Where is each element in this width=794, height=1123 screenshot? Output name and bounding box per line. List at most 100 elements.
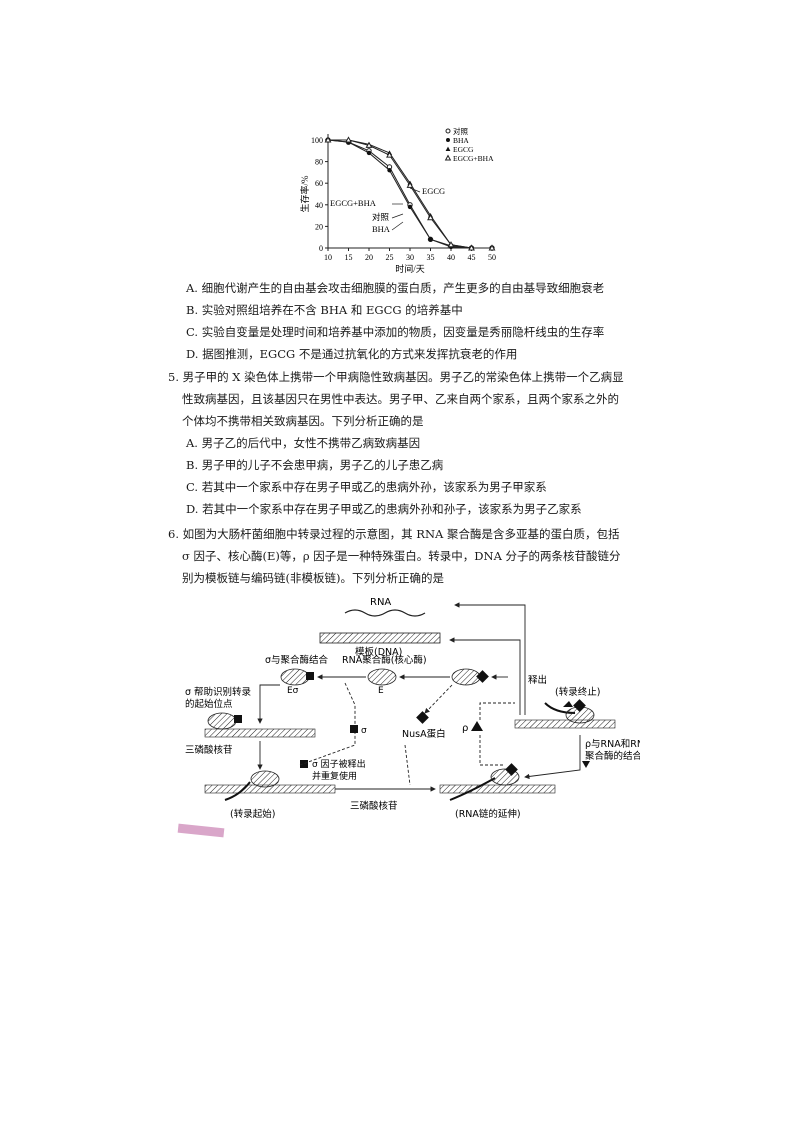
label-rho-bind-1: ρ与RNA和RNA — [585, 739, 640, 750]
legend-label: EGCG — [453, 145, 474, 154]
label-e: E — [378, 686, 384, 696]
legend-marker — [444, 154, 452, 161]
legend-label: BHA — [453, 136, 469, 145]
point-bha — [407, 204, 413, 210]
point-bha — [428, 237, 433, 242]
y-tick-label: 100 — [311, 136, 323, 145]
transcription-diagram-svg: RNA 模板(DNA) 释出 σ与聚合酶结合 Eσ RNA聚合酶(核心酶) E — [185, 597, 651, 820]
nascent-rna-start — [224, 781, 251, 801]
sigma-recycle-path — [299, 682, 356, 766]
point-egcg-bha — [345, 136, 352, 143]
holoenzyme-bound — [207, 712, 237, 730]
nusa-protein — [416, 711, 429, 724]
free-sigma — [350, 725, 358, 733]
rho-path-down — [479, 735, 505, 766]
annotation-leader — [409, 187, 421, 193]
label-rna-pol: RNA聚合酶(核心酶) — [342, 654, 427, 666]
nusa-path — [424, 684, 453, 714]
point-egcg-bha — [447, 241, 455, 248]
label-ntp-left: 三磷酸核苷 — [185, 744, 233, 756]
y-tick-label: 80 — [315, 158, 323, 167]
rho-factor-small — [582, 761, 590, 768]
label-rna: RNA — [370, 597, 391, 608]
sigma-released — [300, 760, 308, 768]
y-tick-label: 40 — [315, 201, 323, 210]
q4-option-a: A. 细胞代谢产生的自由基会攻击细胞膜的蛋白质，产生更多的自由基导致细胞衰老 — [186, 281, 605, 295]
point-bha — [387, 168, 392, 173]
question-6: 6. 如图为大肠杆菌细胞中转录过程的示意图，其 RNA 聚合酶是含多亚基的蛋白质… — [168, 523, 628, 589]
q5-stem: 5. 男子甲的 X 染色体上携带一个甲病隐性致病基因。男子乙的常染色体上携带一个… — [168, 370, 624, 428]
legend-marker — [446, 138, 450, 142]
enzyme-with-nusa — [451, 668, 481, 686]
q5-option-c: C. 若其中一个家系中存在男子甲或乙的患病外孙，该家系为男子甲家系 — [186, 480, 547, 494]
y-axis-label: 生存率/% — [300, 175, 310, 213]
polymerase-start — [250, 770, 280, 788]
label-nusa: NusA蛋白 — [402, 728, 446, 740]
q5-option-b: B. 男子甲的儿子不会患甲病，男子乙的儿子患乙病 — [186, 458, 444, 472]
dna-elongation — [439, 784, 556, 794]
point-egcg-bha — [365, 141, 373, 148]
q4-option-b: B. 实验对照组培养在不含 BHA 和 EGCG 的培养基中 — [186, 303, 463, 317]
label-elong: (RNA链的延伸) — [455, 808, 521, 820]
q6-stem: 6. 如图为大肠杆菌细胞中转录过程的示意图，其 RNA 聚合酶是含多亚基的蛋白质… — [168, 527, 621, 585]
label-sigma-help-1: σ 帮助识别转录 — [185, 686, 252, 698]
x-tick-label: 50 — [488, 253, 496, 262]
label-rho-bind-2: 聚合酶的结合 — [585, 750, 640, 762]
sigma-on-dna — [234, 715, 242, 723]
annotation-label: EGCG — [422, 186, 445, 196]
rho-path-up — [479, 702, 515, 720]
q4-option-d: D. 据图推测，EGCG 不是通过抗氧化的方式来发挥抗衰老的作用 — [186, 347, 518, 361]
label-stop: (转录终止) — [555, 686, 600, 698]
question-5: 5. 男子甲的 X 染色体上携带一个甲病隐性致病基因。男子乙的常染色体上携带一个… — [168, 366, 628, 520]
nusa-join-path — [404, 744, 411, 786]
x-tick-label: 40 — [447, 253, 455, 262]
point-egcg-bha — [386, 151, 393, 158]
label-template: 模板(DNA) — [355, 646, 402, 658]
x-tick-label: 30 — [406, 253, 414, 262]
y-tick-label: 0 — [319, 244, 323, 253]
nascent-rna-elongation — [449, 777, 496, 801]
label-sigma: σ — [361, 726, 367, 736]
arrow-dna-release — [449, 637, 521, 715]
x-tick-label: 45 — [468, 253, 476, 262]
q5-option-d: D. 若其中一个家系中存在男子甲或乙的患病外孙和孙子，该家系为男子乙家系 — [186, 502, 582, 516]
x-tick-label: 10 — [324, 253, 332, 262]
y-tick-label: 20 — [315, 222, 323, 231]
rho-factor — [471, 721, 483, 731]
annotation-leader — [391, 213, 404, 219]
rna-strand — [344, 609, 426, 617]
x-tick-label: 25 — [386, 253, 394, 262]
template-dna — [319, 632, 441, 644]
dna-termination — [514, 719, 616, 729]
arrow-rna-release — [454, 602, 526, 715]
label-rho: ρ — [462, 723, 468, 734]
label-sigma-bind: σ与聚合酶结合 — [265, 654, 329, 666]
label-start: (转录起始) — [230, 808, 275, 820]
x-axis-label: 时间/天 — [395, 263, 425, 274]
q4-option-c: C. 实验自变量是处理时间和培养基中添加的物质，因变量是秀丽隐杆线虫的生存率 — [186, 325, 605, 339]
label-sigma-release-1: σ 因子被释出 — [312, 758, 366, 770]
annotation-label: 对照 — [372, 212, 390, 222]
legend-label: EGCG+BHA — [453, 154, 494, 163]
legend-marker — [445, 146, 451, 151]
label-sigma-release-2: 并重复使用 — [312, 770, 357, 782]
label-ntp-mid: 三磷酸核苷 — [350, 800, 398, 812]
x-tick-label: 35 — [427, 253, 435, 262]
x-tick-label: 20 — [365, 253, 373, 262]
sigma-factor-square — [306, 672, 314, 680]
enzyme-core — [367, 668, 397, 686]
transcription-diagram: RNA 模板(DNA) 释出 σ与聚合酶结合 Eσ RNA聚合酶(核心酶) E — [170, 595, 651, 835]
point-egcg-bha — [406, 181, 414, 188]
legend-marker — [445, 128, 451, 134]
point-egcg-bha — [324, 136, 332, 143]
enzyme-e-sigma — [280, 668, 310, 686]
label-e-sigma: Eσ — [287, 686, 299, 696]
point-egcg-bha — [488, 244, 496, 251]
point-bha — [366, 150, 372, 156]
rho-termination — [563, 701, 573, 707]
label-sigma-help-2: 的起始位点 — [185, 698, 233, 710]
y-tick-label: 60 — [315, 179, 323, 188]
